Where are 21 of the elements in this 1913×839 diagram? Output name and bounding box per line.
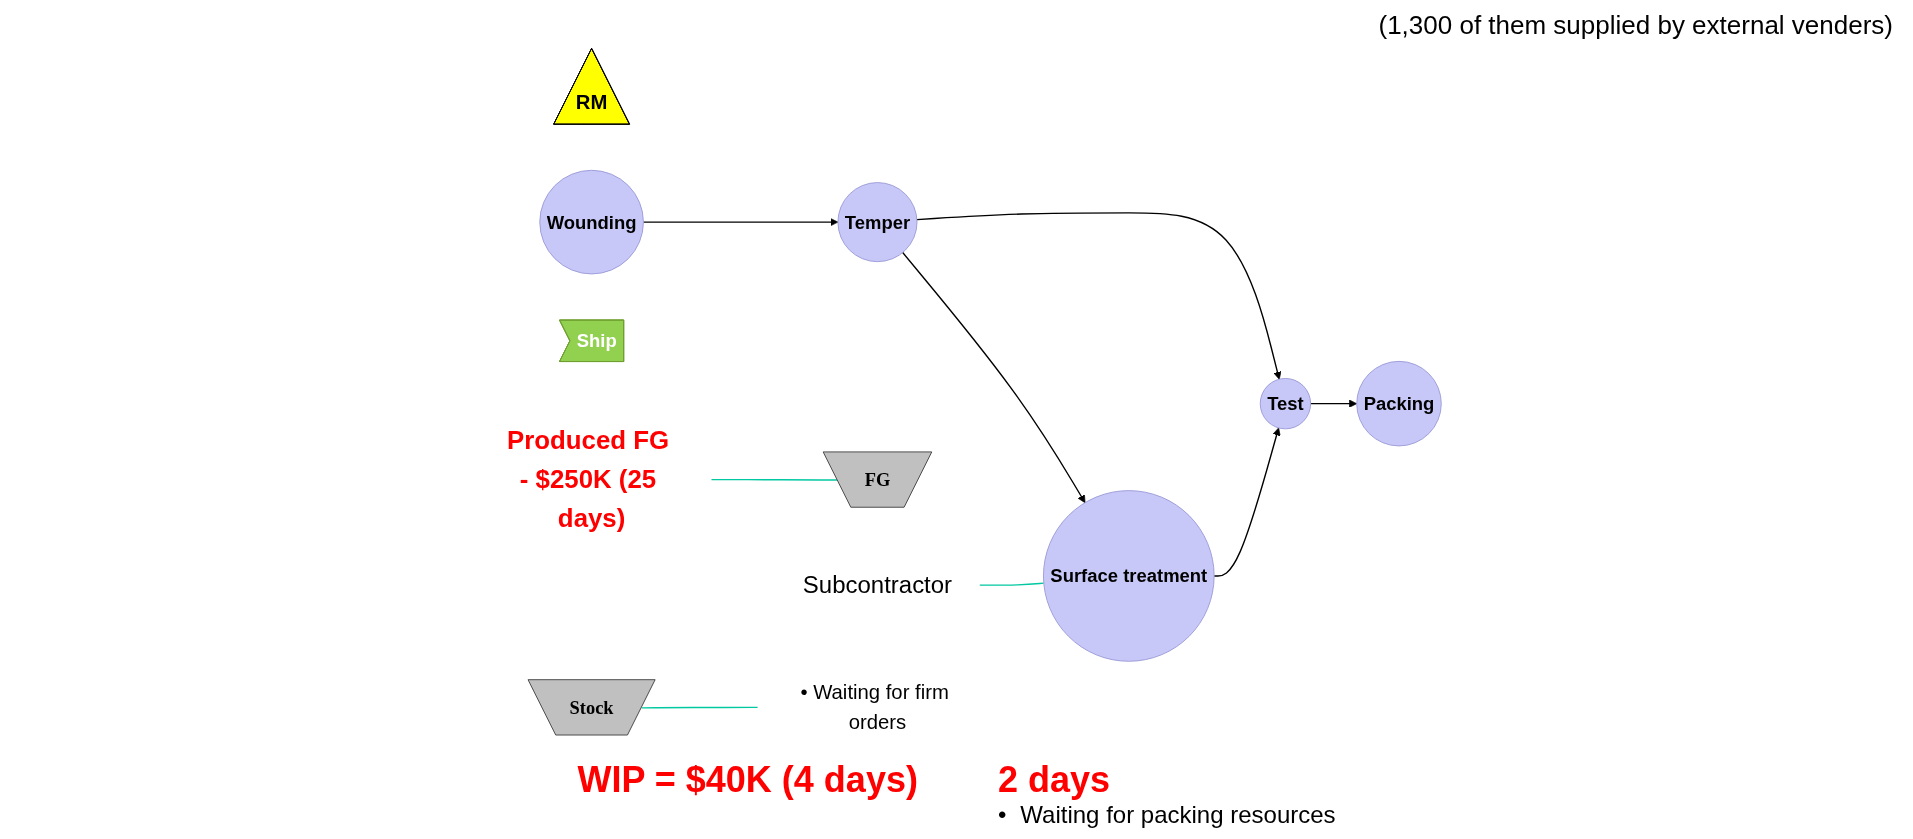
connector xyxy=(641,706,759,709)
node-text: Produced FG - $250K (25 days) xyxy=(506,426,670,533)
bullet-mark: • xyxy=(997,801,1007,829)
node-circle: Test xyxy=(1259,378,1312,430)
note-text: (1,300 of them supplied by external venders) xyxy=(1378,10,1893,40)
duration-label: 2 days xyxy=(997,759,1111,801)
node-text: Subcontractor xyxy=(802,570,953,599)
arrow xyxy=(916,212,1282,380)
node-circle: Temper xyxy=(837,182,918,263)
node-circle: Surface treatment xyxy=(1043,490,1215,662)
connector xyxy=(710,478,839,481)
node-circle: Packing xyxy=(1356,360,1442,447)
node-circle: Wounding xyxy=(539,169,644,275)
arrow xyxy=(1213,427,1281,577)
arrow xyxy=(902,251,1086,504)
arrow xyxy=(642,218,839,227)
connector xyxy=(979,582,1045,586)
arrow xyxy=(1309,399,1358,408)
list-item-text: Waiting for packing resources xyxy=(1020,801,1336,829)
node-text: • Waiting for firm orders xyxy=(800,680,949,735)
wip-value-label: WIP = $40K (4 days) xyxy=(577,759,918,801)
